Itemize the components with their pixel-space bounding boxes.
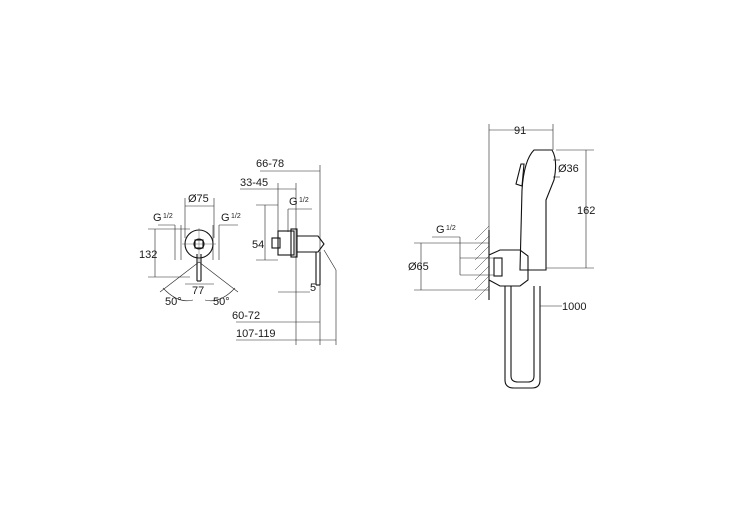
side-thread-frac: 1/2 xyxy=(299,197,309,204)
front-view: Ø75 G 1/2 G 1/2 132 77 50 xyxy=(139,193,241,308)
diameter-75-label: Ø75 xyxy=(188,193,209,205)
thread-left-frac: 1/2 xyxy=(163,213,173,220)
depth-33-45-label: 33-45 xyxy=(240,177,268,189)
depth-60-72-label: 60-72 xyxy=(232,310,260,322)
outlet-thread-frac: 1/2 xyxy=(446,225,456,232)
hand-shower xyxy=(519,149,557,271)
hose-length-label: 1000 xyxy=(562,301,586,313)
length-107-119-label: 107-119 xyxy=(236,328,276,340)
offset-5-label: 5 xyxy=(310,282,316,294)
valve-body xyxy=(277,230,295,256)
side-view: 66-78 33-45 G 1/2 54 5 60-72 1 xyxy=(232,158,337,345)
thread-left-label: G xyxy=(153,212,162,224)
diameter-65-label: Ø65 xyxy=(408,261,429,273)
thread-right-frac: 1/2 xyxy=(231,213,241,220)
angle-left-label: 50° xyxy=(165,296,182,308)
angle-right-label: 50° xyxy=(213,296,230,308)
side-thread-label: G xyxy=(289,196,298,208)
wall-hatching xyxy=(474,225,490,301)
diameter-36-label: Ø36 xyxy=(558,163,579,175)
hose xyxy=(504,286,541,389)
depth-66-78-label: 66-78 xyxy=(256,158,284,170)
width-91-label: 91 xyxy=(514,125,526,137)
thread-right-label: G xyxy=(221,212,230,224)
height-132-label: 132 xyxy=(139,249,157,261)
width-77-label: 77 xyxy=(192,285,204,297)
hand-shower-view: 91 Ø36 162 G 1/2 xyxy=(408,124,595,389)
cover-plate xyxy=(297,235,325,253)
height-162-label: 162 xyxy=(577,205,595,217)
outlet-thread-label: G xyxy=(436,224,445,236)
wall-outlet xyxy=(488,249,529,287)
height-54-label: 54 xyxy=(252,239,264,251)
